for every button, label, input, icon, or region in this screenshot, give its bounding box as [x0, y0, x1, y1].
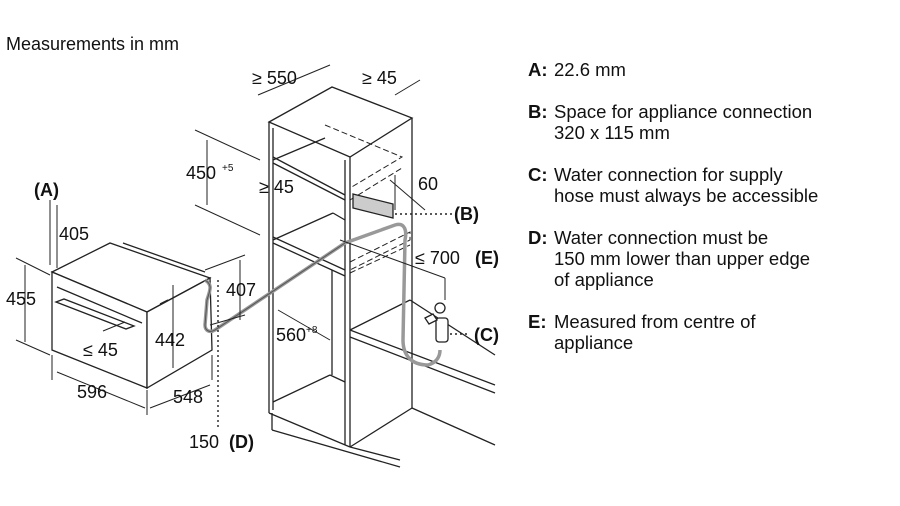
ref-c: (C): [474, 325, 499, 345]
page-title: Measurements in mm: [6, 34, 180, 54]
dim-water-drop: 150: [189, 432, 219, 452]
dim-oven-height: 455: [6, 289, 36, 309]
dim-cabinet-depth: ≥ 550: [252, 68, 297, 88]
dim-niche-width: 560: [276, 325, 306, 345]
dim-niche-width-tol: +8: [306, 325, 318, 336]
dim-niche-height: 450: [186, 163, 216, 183]
dim-oven-body-height: 442: [155, 330, 185, 350]
dim-water-drop-ref: (D): [229, 432, 254, 452]
legend-item-b: B:Space for appliance connection 320 x 1…: [528, 101, 813, 143]
legend-item-a: A:22.6 mm: [528, 59, 626, 80]
ref-a: (A): [34, 180, 59, 200]
dim-connection-ref: (E): [475, 248, 499, 268]
dim-oven-depth: 548: [173, 387, 203, 407]
dim-top-gap: ≥ 45: [362, 68, 397, 88]
dim-connection-distance: ≤ 700: [415, 248, 460, 268]
cabinet-drawing: [267, 86, 496, 468]
legend-item-e: E:Measured from centre of appliance: [528, 311, 756, 353]
dim-back-gap: 60: [418, 174, 438, 194]
legend: A:22.6 mm B:Space for appliance connecti…: [528, 59, 898, 374]
ref-b: (B): [454, 204, 479, 224]
oven-drawing: [50, 242, 213, 390]
dim-niche-height-tol: +5: [222, 163, 234, 174]
dim-shelf-gap: ≥ 45: [259, 177, 294, 197]
legend-item-c: C:Water connection for supply hose must …: [528, 164, 819, 206]
dim-handle-depth: ≤ 45: [83, 340, 118, 360]
dim-oven-connection-height: 407: [226, 280, 256, 300]
dim-oven-width: 596: [77, 382, 107, 402]
dim-oven-depth-inner: 405: [59, 224, 89, 244]
legend-item-d: D:Water connection must be 150 mm lower …: [528, 227, 811, 290]
